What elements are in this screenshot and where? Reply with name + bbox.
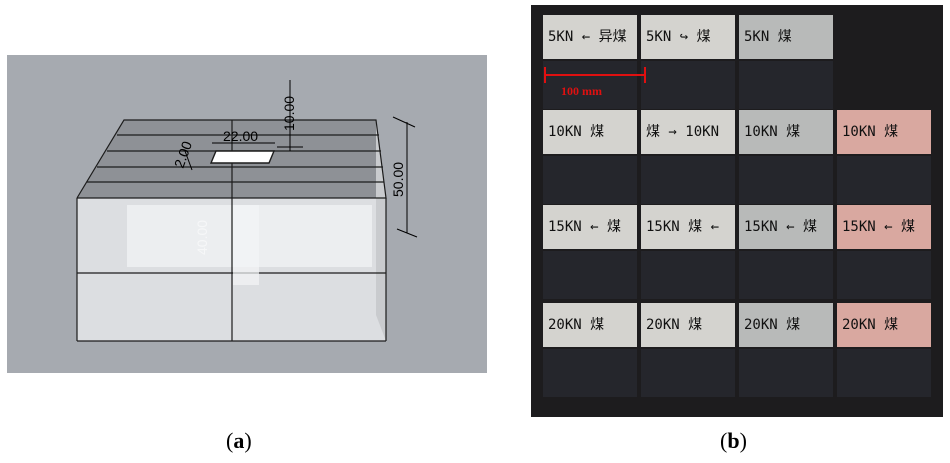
specimen-label-0-0: 5KN ← 异煤 [548, 29, 627, 45]
model-render-panel: 10.00 22.00 2.00 50.00 40.00 [7, 55, 487, 373]
specimen-top-3-1 [641, 303, 735, 347]
specimen-base-2-2 [739, 251, 833, 299]
specimen-base-0-2 [739, 61, 833, 109]
specimen-top-1-2 [739, 110, 833, 154]
specimen-top-0-1 [641, 15, 735, 59]
dim-top-depth: 10.00 [281, 96, 297, 131]
specimen-label-0-2: 5KN 煤 [744, 29, 792, 45]
specimen-top-1-1 [641, 110, 735, 154]
dim-height: 50.00 [390, 162, 406, 197]
block-side-face [376, 120, 386, 341]
specimen-label-3-2: 20KN 煤 [744, 317, 800, 333]
specimen-base-2-3 [837, 251, 931, 299]
specimen-base-0-3 [837, 61, 931, 109]
specimen-base-2-1 [641, 251, 735, 299]
caption-b: (b) [720, 428, 747, 453]
specimen-base-1-1 [641, 156, 735, 204]
specimen-label-3-0: 20KN 煤 [548, 317, 604, 333]
specimen-top-1-3 [837, 110, 931, 154]
specimen-top-2-1 [641, 205, 735, 249]
specimen-top-3-0 [543, 303, 637, 347]
specimen-top-3-2 [739, 303, 833, 347]
specimen-top-0-3 [837, 15, 931, 59]
scale-bar: 100 mm [544, 67, 646, 98]
specimen-base-3-2 [739, 349, 833, 397]
specimen-base-1-2 [739, 156, 833, 204]
specimen-label-1-1: 煤 → 10KN [646, 124, 719, 140]
specimen-label-0-1: 5KN ↪ 煤 [646, 29, 711, 45]
specimen-grid: 5KN ← 异煤 5KN ↪ 煤 5KN 煤 10KN 煤 煤 → 10KN 10KN 煤… [543, 15, 931, 397]
specimen-top-0-0 [543, 15, 637, 59]
specimen-label-2-1: 15KN 煤 ← [646, 219, 719, 235]
scale-bar-label: 100 mm [561, 84, 602, 98]
specimen-base-3-1 [641, 349, 735, 397]
specimen-label-2-2: 15KN ← 煤 [744, 219, 817, 235]
specimen-top-2-0 [543, 205, 637, 249]
specimen-label-2-3: 15KN ← 煤 [842, 219, 915, 235]
specimen-base-2-0 [543, 251, 637, 299]
specimen-label-3-3: 20KN 煤 [842, 317, 898, 333]
specimen-label-1-2: 10KN 煤 [744, 124, 800, 140]
specimen-top-2-3 [837, 205, 931, 249]
specimen-label-1-3: 10KN 煤 [842, 124, 898, 140]
specimen-photo-panel: 5KN ← 异煤 5KN ↪ 煤 5KN 煤 10KN 煤 煤 → 10KN 10KN 煤… [531, 5, 943, 417]
specimen-top-2-2 [739, 205, 833, 249]
specimen-base-1-3 [837, 156, 931, 204]
specimen-top-0-2 [739, 15, 833, 59]
dimension-lines [184, 80, 418, 238]
dim-hole-depth: 40.00 [194, 220, 210, 255]
specimen-label-2-0: 15KN ← 煤 [548, 219, 621, 235]
specimen-label-3-1: 20KN 煤 [646, 317, 702, 333]
hole-opening [209, 150, 276, 164]
specimen-base-1-0 [543, 156, 637, 204]
hole-shaft [233, 205, 259, 285]
specimen-base-0-0 [543, 61, 637, 109]
dim-hole-length: 22.00 [223, 128, 258, 144]
caption-a: (a) [226, 428, 252, 453]
specimen-base-3-3 [837, 349, 931, 397]
specimen-top-1-0 [543, 110, 637, 154]
specimen-top-3-3 [837, 303, 931, 347]
specimen-base-0-1 [641, 61, 735, 109]
specimen-label-1-0: 10KN 煤 [548, 124, 604, 140]
specimen-base-3-0 [543, 349, 637, 397]
